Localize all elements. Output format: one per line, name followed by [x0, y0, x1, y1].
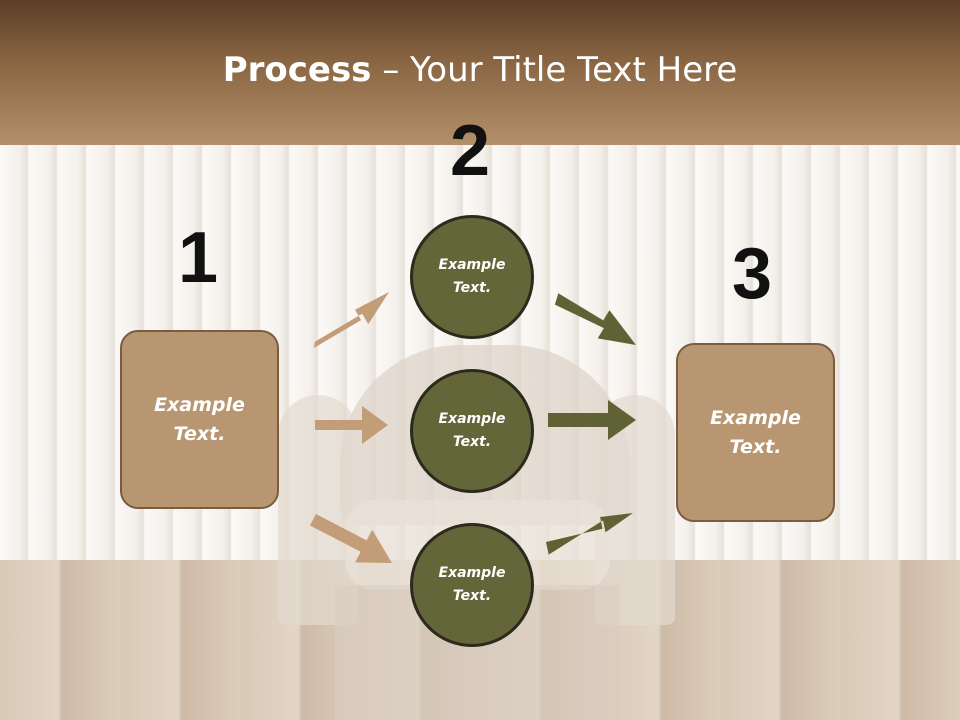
arrow-1-to-2b — [315, 406, 388, 444]
arrow-2a-to-3 — [554, 293, 636, 345]
arrow-1-to-2c — [310, 514, 392, 563]
arrow-2c-to-3 — [546, 513, 633, 555]
title-banner: Process – Your Title Text Here — [0, 0, 960, 145]
step-1-box: Example Text. — [120, 330, 279, 509]
step-2-circle-3-label: Example Text. — [438, 565, 506, 604]
step-2-circle-1-label: Example Text. — [438, 257, 506, 296]
step-1-number: 1 — [178, 218, 219, 298]
step-2-circle-3: Example Text. — [410, 523, 534, 647]
arrow-2b-to-3 — [548, 400, 636, 440]
step-2-circle-2: Example Text. — [410, 369, 534, 493]
step-1-label: Example Text. — [154, 393, 245, 445]
step-3-box: Example Text. — [676, 343, 835, 522]
title-rest: – Your Title Text Here — [371, 50, 738, 90]
step-2-circle-1: Example Text. — [410, 215, 534, 339]
arrow-1-to-2a — [313, 292, 389, 348]
step-2-number: 2 — [450, 111, 491, 191]
slide-title: Process – Your Title Text Here — [0, 50, 960, 90]
step-3-label: Example Text. — [710, 406, 801, 458]
title-bold: Process — [222, 50, 372, 90]
step-3-number: 3 — [732, 234, 773, 314]
step-2-circle-2-label: Example Text. — [438, 411, 506, 450]
